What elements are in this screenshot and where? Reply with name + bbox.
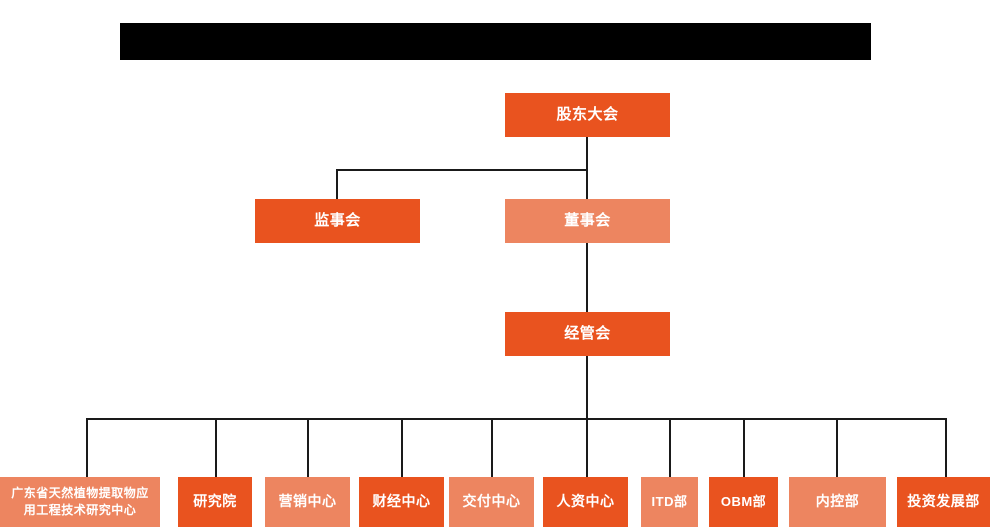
org-node-label: 投资发展部 bbox=[907, 493, 980, 510]
connector-drop-finance-center bbox=[401, 418, 403, 477]
connector-drop-internal-control-dept bbox=[836, 418, 838, 477]
org-node-label-line2: 用工程技术研究中心 bbox=[23, 503, 137, 517]
org-node-investment-dev-dept[interactable]: 投资发展部 bbox=[897, 477, 990, 527]
org-node-label: 人资中心 bbox=[556, 493, 615, 510]
connector-management-stem bbox=[586, 356, 588, 419]
connector-supervisors-drop bbox=[336, 169, 338, 200]
org-node-label: 财经中心 bbox=[372, 493, 431, 510]
redacted-title-bar bbox=[120, 23, 871, 60]
connector-drop-itd-dept bbox=[669, 418, 671, 477]
org-node-shareholders[interactable]: 股东大会 bbox=[505, 93, 670, 137]
org-node-label: 营销中心 bbox=[278, 493, 337, 510]
org-node-label: 交付中心 bbox=[462, 493, 521, 510]
org-node-label: 监事会 bbox=[314, 211, 361, 229]
org-node-supervisors[interactable]: 监事会 bbox=[255, 199, 420, 243]
org-node-label: ITD部 bbox=[651, 493, 688, 509]
org-node-label: 经管会 bbox=[564, 324, 611, 342]
connector-directors-to-management bbox=[586, 243, 588, 312]
org-node-hr-center[interactable]: 人资中心 bbox=[543, 477, 628, 527]
org-node-rnd-center[interactable]: 广东省天然植物提取物应 用工程技术研究中心 bbox=[0, 477, 160, 527]
connector-shareholders-stem bbox=[586, 137, 588, 170]
org-node-internal-control-dept[interactable]: 内控部 bbox=[789, 477, 886, 527]
org-node-obm-dept[interactable]: OBM部 bbox=[709, 477, 778, 527]
connector-drop-hr-center bbox=[586, 418, 588, 477]
org-node-delivery-center[interactable]: 交付中心 bbox=[449, 477, 534, 527]
org-node-label: 内控部 bbox=[815, 493, 860, 510]
org-node-label: 董事会 bbox=[564, 211, 611, 229]
org-node-research-institute[interactable]: 研究院 bbox=[178, 477, 252, 527]
connector-drop-obm-dept bbox=[743, 418, 745, 477]
connector-drop-marketing-center bbox=[307, 418, 309, 477]
connector-level4-bus bbox=[86, 418, 946, 420]
org-node-marketing-center[interactable]: 营销中心 bbox=[265, 477, 350, 527]
connector-directors-drop bbox=[586, 169, 588, 200]
connector-drop-rnd-center bbox=[86, 418, 88, 477]
connector-drop-investment-dev-dept bbox=[945, 418, 947, 477]
connector-drop-research-institute bbox=[215, 418, 217, 477]
org-node-directors[interactable]: 董事会 bbox=[505, 199, 670, 243]
connector-level2-bus bbox=[336, 169, 588, 171]
org-node-management[interactable]: 经管会 bbox=[505, 312, 670, 356]
org-node-label: OBM部 bbox=[720, 493, 767, 509]
org-node-finance-center[interactable]: 财经中心 bbox=[359, 477, 444, 527]
org-node-label: 股东大会 bbox=[556, 105, 619, 123]
org-node-label-line1: 广东省天然植物提取物应 bbox=[11, 485, 149, 500]
org-node-label: 研究院 bbox=[193, 493, 237, 510]
org-node-itd-dept[interactable]: ITD部 bbox=[641, 477, 698, 527]
connector-drop-delivery-center bbox=[491, 418, 493, 477]
